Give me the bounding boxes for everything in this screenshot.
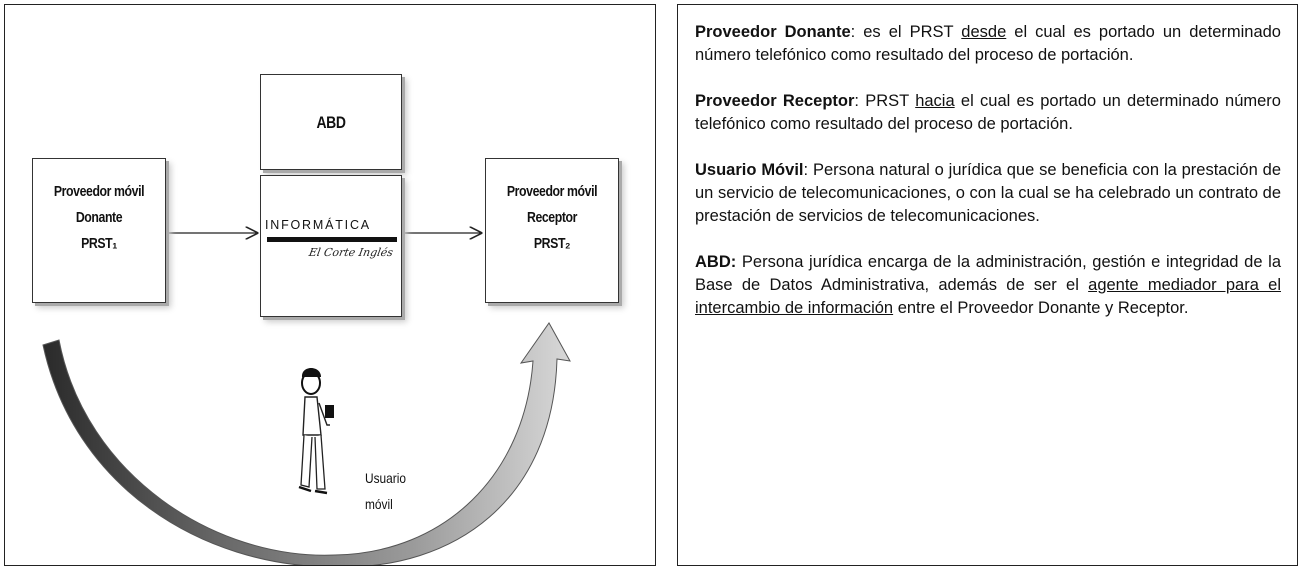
- elcorte-logo-script: El Corte Inglés: [307, 246, 395, 259]
- definition-receptor: Proveedor Receptor: PRST hacia el cual e…: [695, 92, 1281, 133]
- definitions-panel: Proveedor Donante: es el PRST desde el c…: [677, 4, 1298, 566]
- receptor-line3: PRST₂: [533, 235, 571, 252]
- term-abd: ABD:: [695, 253, 737, 271]
- underlined-agente-mediador: agente mediador para el intercambio de i…: [695, 276, 1281, 317]
- user-label-line1: Usuario: [365, 470, 407, 486]
- definition-usuario-movil: Usuario Móvil: Persona natural o jurídic…: [695, 161, 1281, 225]
- definition-abd: ABD: Persona jurídica encarga de la admi…: [695, 253, 1281, 317]
- user-label-line2: móvil: [365, 496, 393, 512]
- underlined-desde: desde: [961, 23, 1007, 41]
- definition-donante: Proveedor Donante: es el PRST desde el c…: [695, 23, 1281, 64]
- user-figure-icon: [298, 368, 334, 495]
- diagram-panel: ABD Proveedor móvil Donante PRST₁ INFORM…: [4, 4, 656, 566]
- receptor-line1: Proveedor móvil: [506, 183, 598, 200]
- donante-provider-box: Proveedor móvil Donante PRST₁: [32, 158, 166, 303]
- big-curved-arrow: [42, 322, 571, 565]
- abd-box-label: ABD: [316, 113, 346, 132]
- receptor-line2: Receptor: [526, 209, 578, 226]
- term-receptor: Proveedor Receptor: [695, 92, 855, 110]
- receptor-provider-box: Proveedor móvil Receptor PRST₂: [485, 158, 619, 303]
- mobile-user-label: Usuario móvil: [365, 465, 433, 517]
- abd-box: ABD: [260, 74, 402, 170]
- informatica-logo-bar: [267, 237, 397, 242]
- informatica-logo-box: INFORMÁTICA El Corte Inglés: [260, 175, 402, 317]
- donante-line2: Donante: [75, 209, 123, 226]
- diagram-graphics: [42, 5, 571, 565]
- underlined-hacia: hacia: [915, 92, 955, 110]
- term-donante: Proveedor Donante: [695, 23, 851, 41]
- informatica-logo-word: INFORMÁTICA: [265, 218, 371, 232]
- donante-line1: Proveedor móvil: [53, 183, 145, 200]
- donante-line3: PRST₁: [81, 235, 117, 252]
- term-usuario-movil: Usuario Móvil: [695, 161, 804, 179]
